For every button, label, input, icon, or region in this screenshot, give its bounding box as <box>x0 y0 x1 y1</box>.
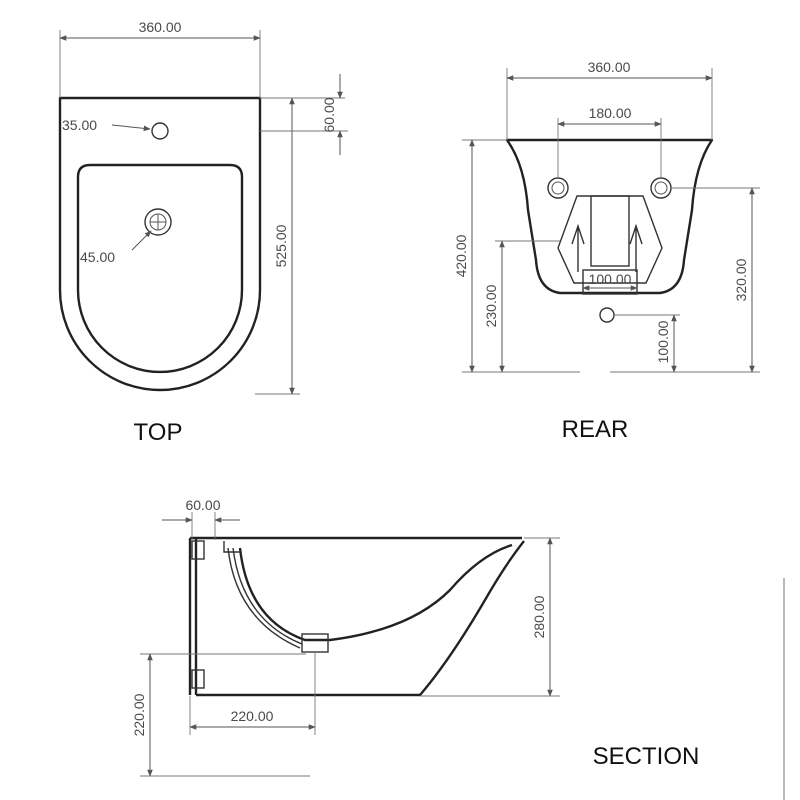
tap-hole <box>151 122 169 140</box>
drain-leader <box>131 230 152 251</box>
top-view: 360.00 35.00 45.00 525.00 60.00 TOP <box>58 19 348 446</box>
rear-view: 360.00 180.00 420.00 230.00 100.00 100.0… <box>453 59 760 443</box>
section-inner-lip <box>223 541 240 553</box>
section-bowl-surface <box>238 543 513 642</box>
rear-inlet <box>599 307 615 323</box>
section-top-bracket <box>191 540 205 560</box>
section-channel-line-1 <box>227 547 301 649</box>
section-wall-offset-label: 60.00 <box>185 497 220 513</box>
section-outlet-depth-label: 220.00 <box>231 708 274 724</box>
drain-label: 45.00 <box>80 249 115 265</box>
drain-hole <box>144 208 172 236</box>
tap-hole-leader <box>111 124 151 132</box>
top-outer-outline <box>58 96 262 392</box>
section-bottom-bracket <box>191 669 205 689</box>
rear-bolt-height-label: 320.00 <box>733 258 749 301</box>
rear-recess <box>557 195 663 284</box>
rear-arrow-left <box>571 223 585 272</box>
top-length-label: 525.00 <box>273 224 289 267</box>
rear-height-label: 420.00 <box>453 234 469 277</box>
rear-body-outline <box>505 138 714 295</box>
section-view-label: SECTION <box>593 743 700 770</box>
rear-channel <box>590 195 630 267</box>
tap-offset-label: 60.00 <box>321 97 337 132</box>
rear-outlet-width-label: 100.00 <box>589 271 632 287</box>
top-bowl-outline <box>76 163 244 374</box>
rear-outlet-box <box>582 269 638 295</box>
section-wall-plate <box>188 536 522 695</box>
top-view-label: TOP <box>134 419 183 446</box>
rear-outlet-height-label: 230.00 <box>483 284 499 327</box>
rear-bolt-hole-right <box>650 177 672 199</box>
section-outlet-box <box>301 633 329 653</box>
tap-hole-label: 35.00 <box>62 117 97 133</box>
rear-bolt-spacing-label: 180.00 <box>589 105 632 121</box>
rear-arrow-right <box>629 223 643 272</box>
section-mount-height-label: 220.00 <box>131 693 147 736</box>
rear-inlet-height-label: 100.00 <box>655 320 671 363</box>
section-outer-body <box>196 540 525 697</box>
section-height-label: 280.00 <box>531 595 547 638</box>
section-view: 60.00 280.00 220.00 220.00 SECTION <box>131 497 700 777</box>
rear-bolt-hole-left <box>547 177 569 199</box>
rear-view-label: REAR <box>562 416 629 443</box>
section-channel-line-2 <box>232 547 303 645</box>
rear-width-label: 360.00 <box>588 59 631 75</box>
top-width-label: 360.00 <box>139 19 182 35</box>
